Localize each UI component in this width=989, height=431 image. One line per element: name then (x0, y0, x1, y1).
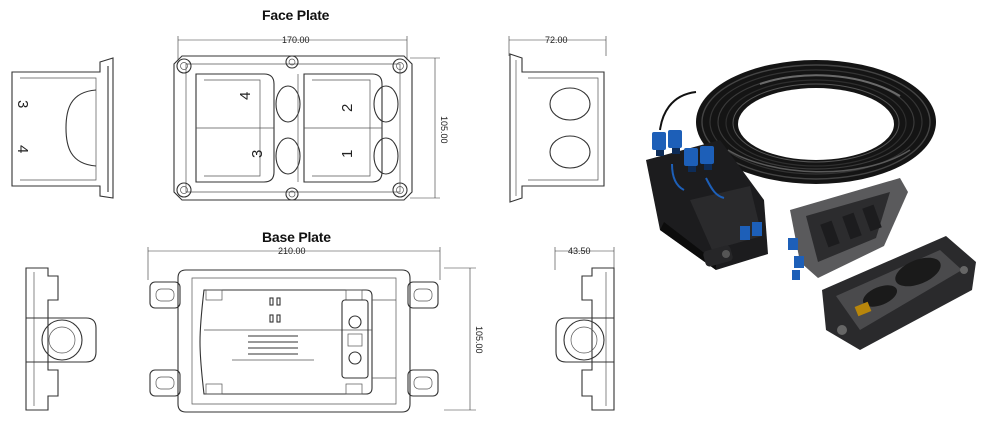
base-side-dim: 43.50 (568, 246, 591, 256)
face-port-1: 1 (339, 150, 356, 158)
base-height-dim: 105.00 (474, 326, 484, 354)
base-width-dim: 210.00 (278, 246, 306, 256)
cable-coil (696, 60, 936, 184)
face-plate-title: Face Plate (262, 7, 330, 23)
face-side-dim: 72.00 (545, 35, 568, 45)
face-port-2: 2 (339, 104, 356, 112)
base-plate-title: Base Plate (262, 229, 331, 245)
face-plate-left-side-view: 3 4 (11, 57, 114, 199)
base-plate-left-side-view (25, 267, 97, 411)
face-port-3: 3 (249, 150, 266, 158)
face-plate-right-side-view: 72.00 (508, 35, 607, 203)
base-plate-right-side-view: 43.50 (554, 246, 615, 411)
face-port-4: 4 (237, 92, 254, 100)
face-left-port-3: 3 (14, 100, 31, 108)
open-base (822, 236, 976, 350)
base-plate-top-view: 210.00 105.00 (147, 246, 484, 413)
face-width-dim: 170.00 (282, 35, 310, 45)
face-left-port-4: 4 (14, 145, 31, 153)
product-photo (646, 60, 976, 350)
closed-enclosure (646, 130, 768, 270)
open-cover (788, 178, 908, 280)
face-height-dim: 105.00 (439, 116, 449, 144)
face-plate-top-view: 170.00 105.00 (173, 35, 449, 201)
